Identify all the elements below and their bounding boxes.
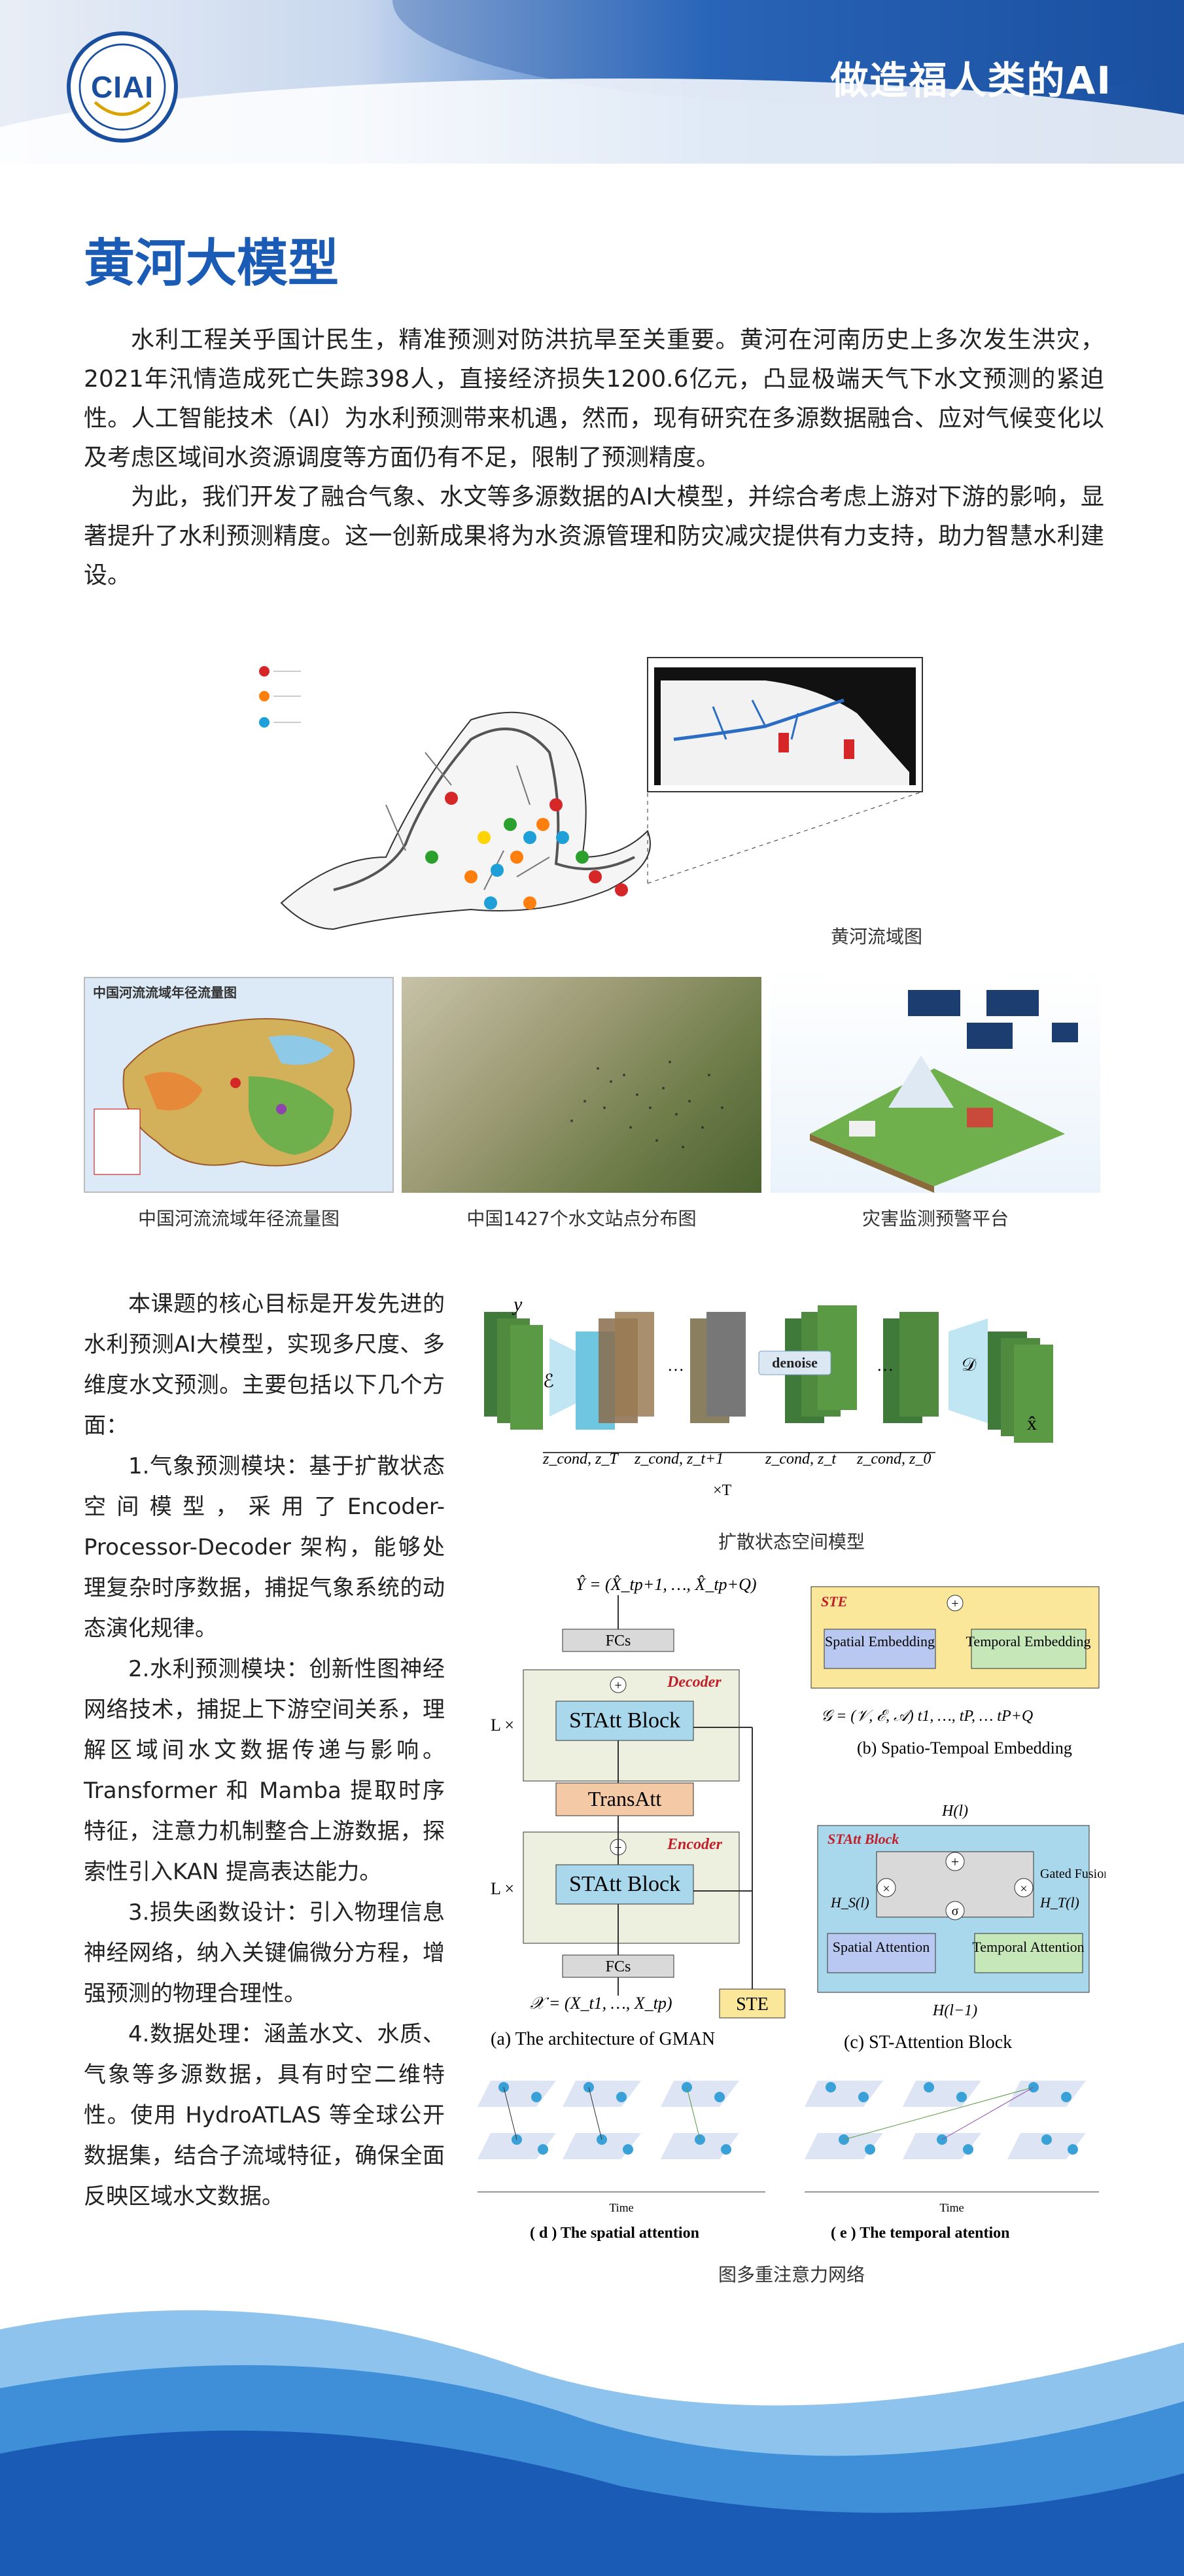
temporal-attention-graphs: Time [805, 2081, 1099, 2214]
spatial-attention-graphs: Time [478, 2081, 765, 2214]
times-T-label: ×T [713, 1482, 732, 1499]
body-paragraph-2: 1.气象预测模块：基于扩散状态空间模型，采用了Encoder-Processor… [84, 1453, 445, 1642]
sigma-node: σ [952, 1904, 959, 1918]
basin-caption: 黄河流域图 [830, 926, 922, 947]
lx-decoder: L × [491, 1716, 514, 1735]
encoder-label: Encoder [667, 1836, 723, 1853]
mult-left: × [882, 1882, 890, 1896]
xhat-label: x̂ [1027, 1413, 1037, 1434]
denoise-label: denoise [772, 1354, 818, 1371]
disaster-monitoring-platform-image [771, 977, 1100, 1193]
slogan: 做造福人类的AI [830, 58, 1112, 103]
fcs-bottom: FCs [606, 1958, 631, 1975]
statt-title: STAtt Block [827, 1831, 899, 1847]
h-in-label: H(l−1) [932, 2002, 977, 2019]
ste-title: STE [821, 1593, 847, 1610]
ste-box: STE [736, 1994, 769, 2015]
china-runoff-map: 中国河流流域年径流量图 [84, 977, 394, 1193]
intro-text: 水利工程关乎国计民生，精准预测对防洪抗旱至关重要。黄河在河南历史上多次发生洪灾，… [84, 321, 1104, 595]
gman-output-label: Ŷ = (X̂_tp+1, …, X̂_tp+Q) [576, 1575, 757, 1594]
caption-c: (c) ST-Attention Block [844, 2032, 1012, 2053]
body-text-column: 本课题的核心目标是开发先进的水利预测AI大模型，实现多尺度、多维度水文预测。主要… [84, 1284, 445, 2217]
header-banner: CIAI 做造福人类的AI [0, 0, 1184, 164]
time-label-d: Time [609, 2201, 633, 2214]
body-paragraph-1: 本课题的核心目标是开发先进的水利预测AI大模型，实现多尺度、多维度水文预测。主要… [84, 1291, 445, 1439]
ellipsis-1: … [667, 1356, 684, 1375]
y-label: y [512, 1294, 523, 1315]
ht-label: H_T(l) [1039, 1894, 1079, 1911]
body-paragraph-3: 2.水利预测模块：创新性图神经网络技术，捕捉上下游空间关系，理解区域间水文数据传… [84, 1656, 445, 1885]
diffusion-state-space-diagram: denoise y ℰ 𝒟 x̂ … … z_cond, z_T z_cond,… [478, 1292, 1106, 1508]
spatial-attention-box: Spatial Attention [833, 1939, 930, 1955]
intro-paragraph-2: 为此，我们开发了融合气象、水文等多源数据的AI大模型，并综合考虑上游对下游的影响… [84, 484, 1104, 589]
caption-a: (a) The architecture of GMAN [491, 2029, 715, 2049]
gated-fusion-label: Gated Fusion [1040, 1867, 1106, 1881]
mult-right: × [1020, 1882, 1027, 1896]
caption-d: ( d ) The spatial attention [530, 2225, 699, 2242]
z-label-4: z_cond, z_0 [856, 1451, 931, 1468]
ciai-logo: CIAI [67, 31, 178, 143]
intro-paragraph-1: 水利工程关乎国计民生，精准预测对防洪抗旱至关重要。黄河在河南历史上多次发生洪灾，… [84, 326, 1104, 471]
caption-e: ( e ) The temporal atention [831, 2225, 1010, 2242]
runoff-map-caption: 中国河流流域年径流量图 [137, 1208, 340, 1229]
body-paragraph-5: 4.数据处理：涵盖水文、水质、气象等多源数据，具有时空二维特性。使用 Hydro… [84, 2021, 445, 2210]
time-label-e: Time [939, 2201, 964, 2214]
body-paragraph-4: 3.损失函数设计：引入物理信息神经网络，纳入关键偏微分方程，增强预测的物理合理性… [84, 1899, 445, 2007]
gman-input-label: 𝒳 = (X_t1, …, X_tp) [530, 1994, 672, 2013]
lx-encoder: L × [491, 1879, 514, 1898]
platform-caption: 灾害监测预警平台 [862, 1208, 1009, 1229]
z-label-3: z_cond, z_t [765, 1451, 837, 1468]
decoder-label: Decoder [667, 1674, 722, 1691]
decoder-symbol: 𝒟 [962, 1355, 977, 1375]
logo-text: CIAI [91, 70, 154, 104]
z-label-2: z_cond, z_t+1 [634, 1451, 723, 1468]
yellow-river-basin-map [255, 641, 929, 949]
gman-caption: 图多重注意力网络 [718, 2264, 865, 2285]
diffusion-caption: 扩散状态空间模型 [718, 1531, 865, 1553]
plus-ste: + [951, 1597, 958, 1611]
caption-b: (b) Spatio-Tempoal Embedding [857, 1738, 1072, 1757]
hydrological-stations-map [402, 977, 761, 1193]
page-title: 黄河大模型 [84, 234, 340, 293]
statt-block-encoder: STAtt Block [569, 1872, 680, 1896]
temporal-embedding-box: Temporal Embedding [966, 1633, 1091, 1650]
h-out-label: H(l) [941, 1803, 968, 1820]
plus-gated: + [951, 1854, 959, 1870]
transatt-block: TransAtt [588, 1787, 662, 1810]
hs-label: H_S(l) [830, 1894, 869, 1911]
runoff-map-inset-title: 中国河流流域年径流量图 [93, 985, 237, 1000]
encoder-symbol: ℰ [543, 1371, 554, 1392]
z-label-1: z_cond, z_T [542, 1451, 619, 1468]
plus-decoder: + [614, 1678, 621, 1693]
statt-block-decoder: STAtt Block [569, 1708, 680, 1733]
footer-waves [0, 2238, 1184, 2576]
logo-ring-icon [78, 43, 166, 131]
fcs-top: FCs [606, 1632, 631, 1650]
gman-diagram: Ŷ = (X̂_tp+1, …, X̂_tp+Q) FCs Decoder + … [478, 1564, 1106, 2257]
temporal-attention-box: Temporal Attention [972, 1939, 1084, 1955]
stack-1 [484, 1312, 543, 1430]
stations-map-caption: 中国1427个水文站点分布图 [466, 1208, 697, 1229]
ellipsis-2: … [877, 1356, 894, 1375]
spatial-embedding-box: Spatial Embedding [825, 1633, 935, 1650]
graph-label: 𝒢 = (𝒱, ℰ, 𝒜) t1, …, tP, … tP+Q [821, 1708, 1033, 1725]
